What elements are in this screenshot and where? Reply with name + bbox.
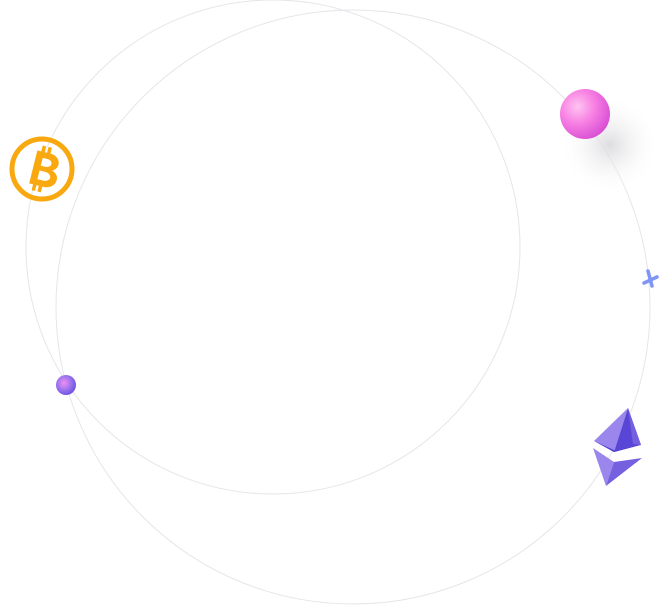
purple-sphere (56, 375, 76, 395)
pink-sphere (560, 89, 610, 139)
ethereum-icon (593, 408, 642, 486)
orbit-ring-inner (25, 0, 521, 495)
orbit-ring-outer (55, 9, 651, 605)
plus-sparkle-icon (642, 269, 659, 288)
bitcoin-icon (9, 136, 75, 202)
